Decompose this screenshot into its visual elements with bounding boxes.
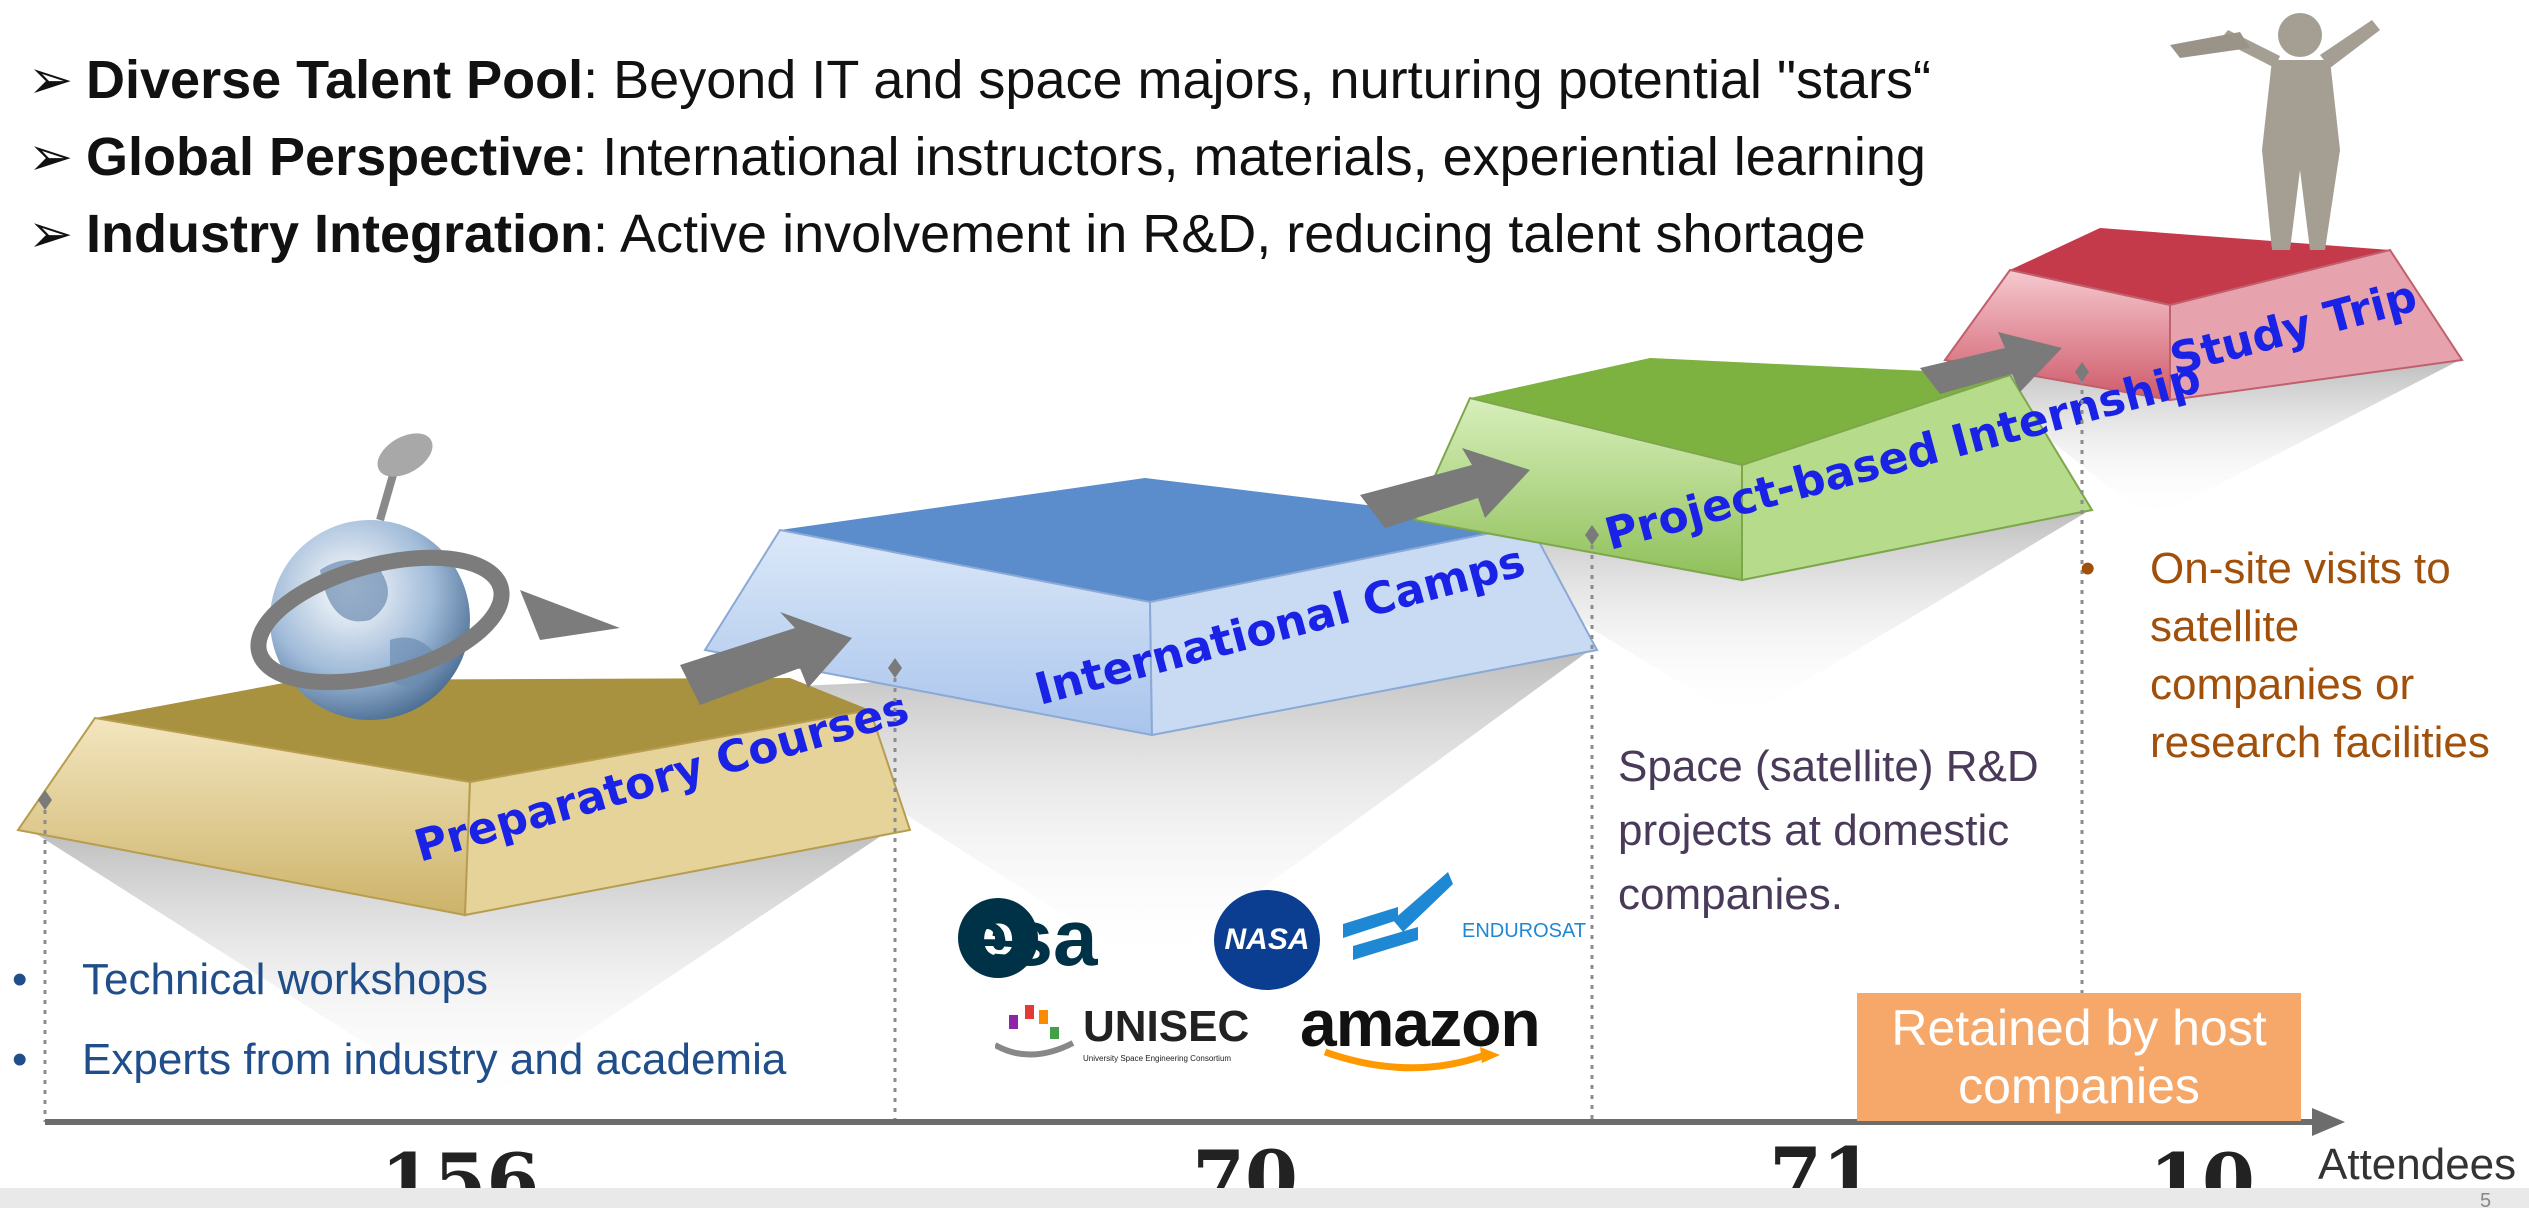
bullet-title: Global Perspective	[86, 127, 573, 187]
bullet-industry-integration: ➢Industry Integration: Active involvemen…	[28, 196, 1931, 273]
arrow-to-trip-icon	[1920, 332, 2062, 394]
guide-markers	[38, 362, 2089, 810]
retained-label: Retained by host companies	[1891, 1000, 2267, 1114]
endurosat-mark-icon	[1343, 872, 1453, 960]
page-number: 5	[2480, 1190, 2492, 1212]
endurosat-logo: ENDUROSAT	[1338, 872, 1586, 962]
internship-details: Space (satellite) R&D projects at domest…	[1618, 742, 2039, 919]
prep-platform	[16, 678, 912, 917]
bullet-title: Diverse Talent Pool	[86, 50, 584, 110]
esa-logo: e esa	[958, 898, 1097, 978]
preparatory-details: Technical workshops Experts from industr…	[12, 940, 786, 1100]
arrow-bullet-icon: ➢	[28, 50, 74, 110]
camp-platform	[703, 478, 1599, 737]
axis-label-attendees: Attendees	[2318, 1140, 2517, 1189]
unisec-logo: UNISEC University Space Engineering Cons…	[995, 1000, 1250, 1075]
study-trip-details: On-site visits to satellite companies or…	[2080, 540, 2520, 772]
bullet-text: : Active involvement in R&D, reducing ta…	[593, 204, 1866, 264]
nasa-logo: NASA	[1214, 890, 1320, 990]
bullet-global-perspective: ➢Global Perspective: International instr…	[28, 119, 1931, 196]
bullet-diverse-talent: ➢Diverse Talent Pool: Beyond IT and spac…	[28, 42, 1931, 119]
trip-shadow	[1950, 360, 2460, 520]
person-silhouette-icon	[2170, 13, 2380, 250]
retained-badge: Retained by host companies	[1857, 993, 2301, 1121]
globe-icon	[250, 433, 620, 720]
internship-platform	[1413, 358, 2094, 582]
axis-arrowhead-icon	[2312, 1108, 2345, 1136]
amazon-smile-icon	[1323, 1047, 1500, 1072]
internship-shadow	[1415, 510, 2090, 720]
amazon-logo: amazon	[1300, 985, 1570, 1075]
arrow-to-internship-icon	[1360, 448, 1530, 528]
list-item: On-site visits to satellite companies or…	[2080, 540, 2520, 772]
camp-shadow	[710, 650, 1590, 970]
list-item: Technical workshops	[12, 940, 786, 1020]
unisec-mark-icon	[995, 1005, 1075, 1058]
bullet-title: Industry Integration	[86, 204, 594, 264]
bullet-list: ➢Diverse Talent Pool: Beyond IT and spac…	[28, 42, 1931, 273]
list-item: Experts from industry and academia	[12, 1020, 786, 1100]
bullet-text: : International instructors, materials, …	[572, 127, 1926, 187]
footer-strip	[0, 1188, 2529, 1208]
arrow-to-camps-icon	[680, 612, 852, 705]
arrow-bullet-icon: ➢	[28, 127, 74, 187]
bullet-text: : Beyond IT and space majors, nurturing …	[583, 50, 1932, 110]
arrow-bullet-icon: ➢	[28, 204, 74, 264]
